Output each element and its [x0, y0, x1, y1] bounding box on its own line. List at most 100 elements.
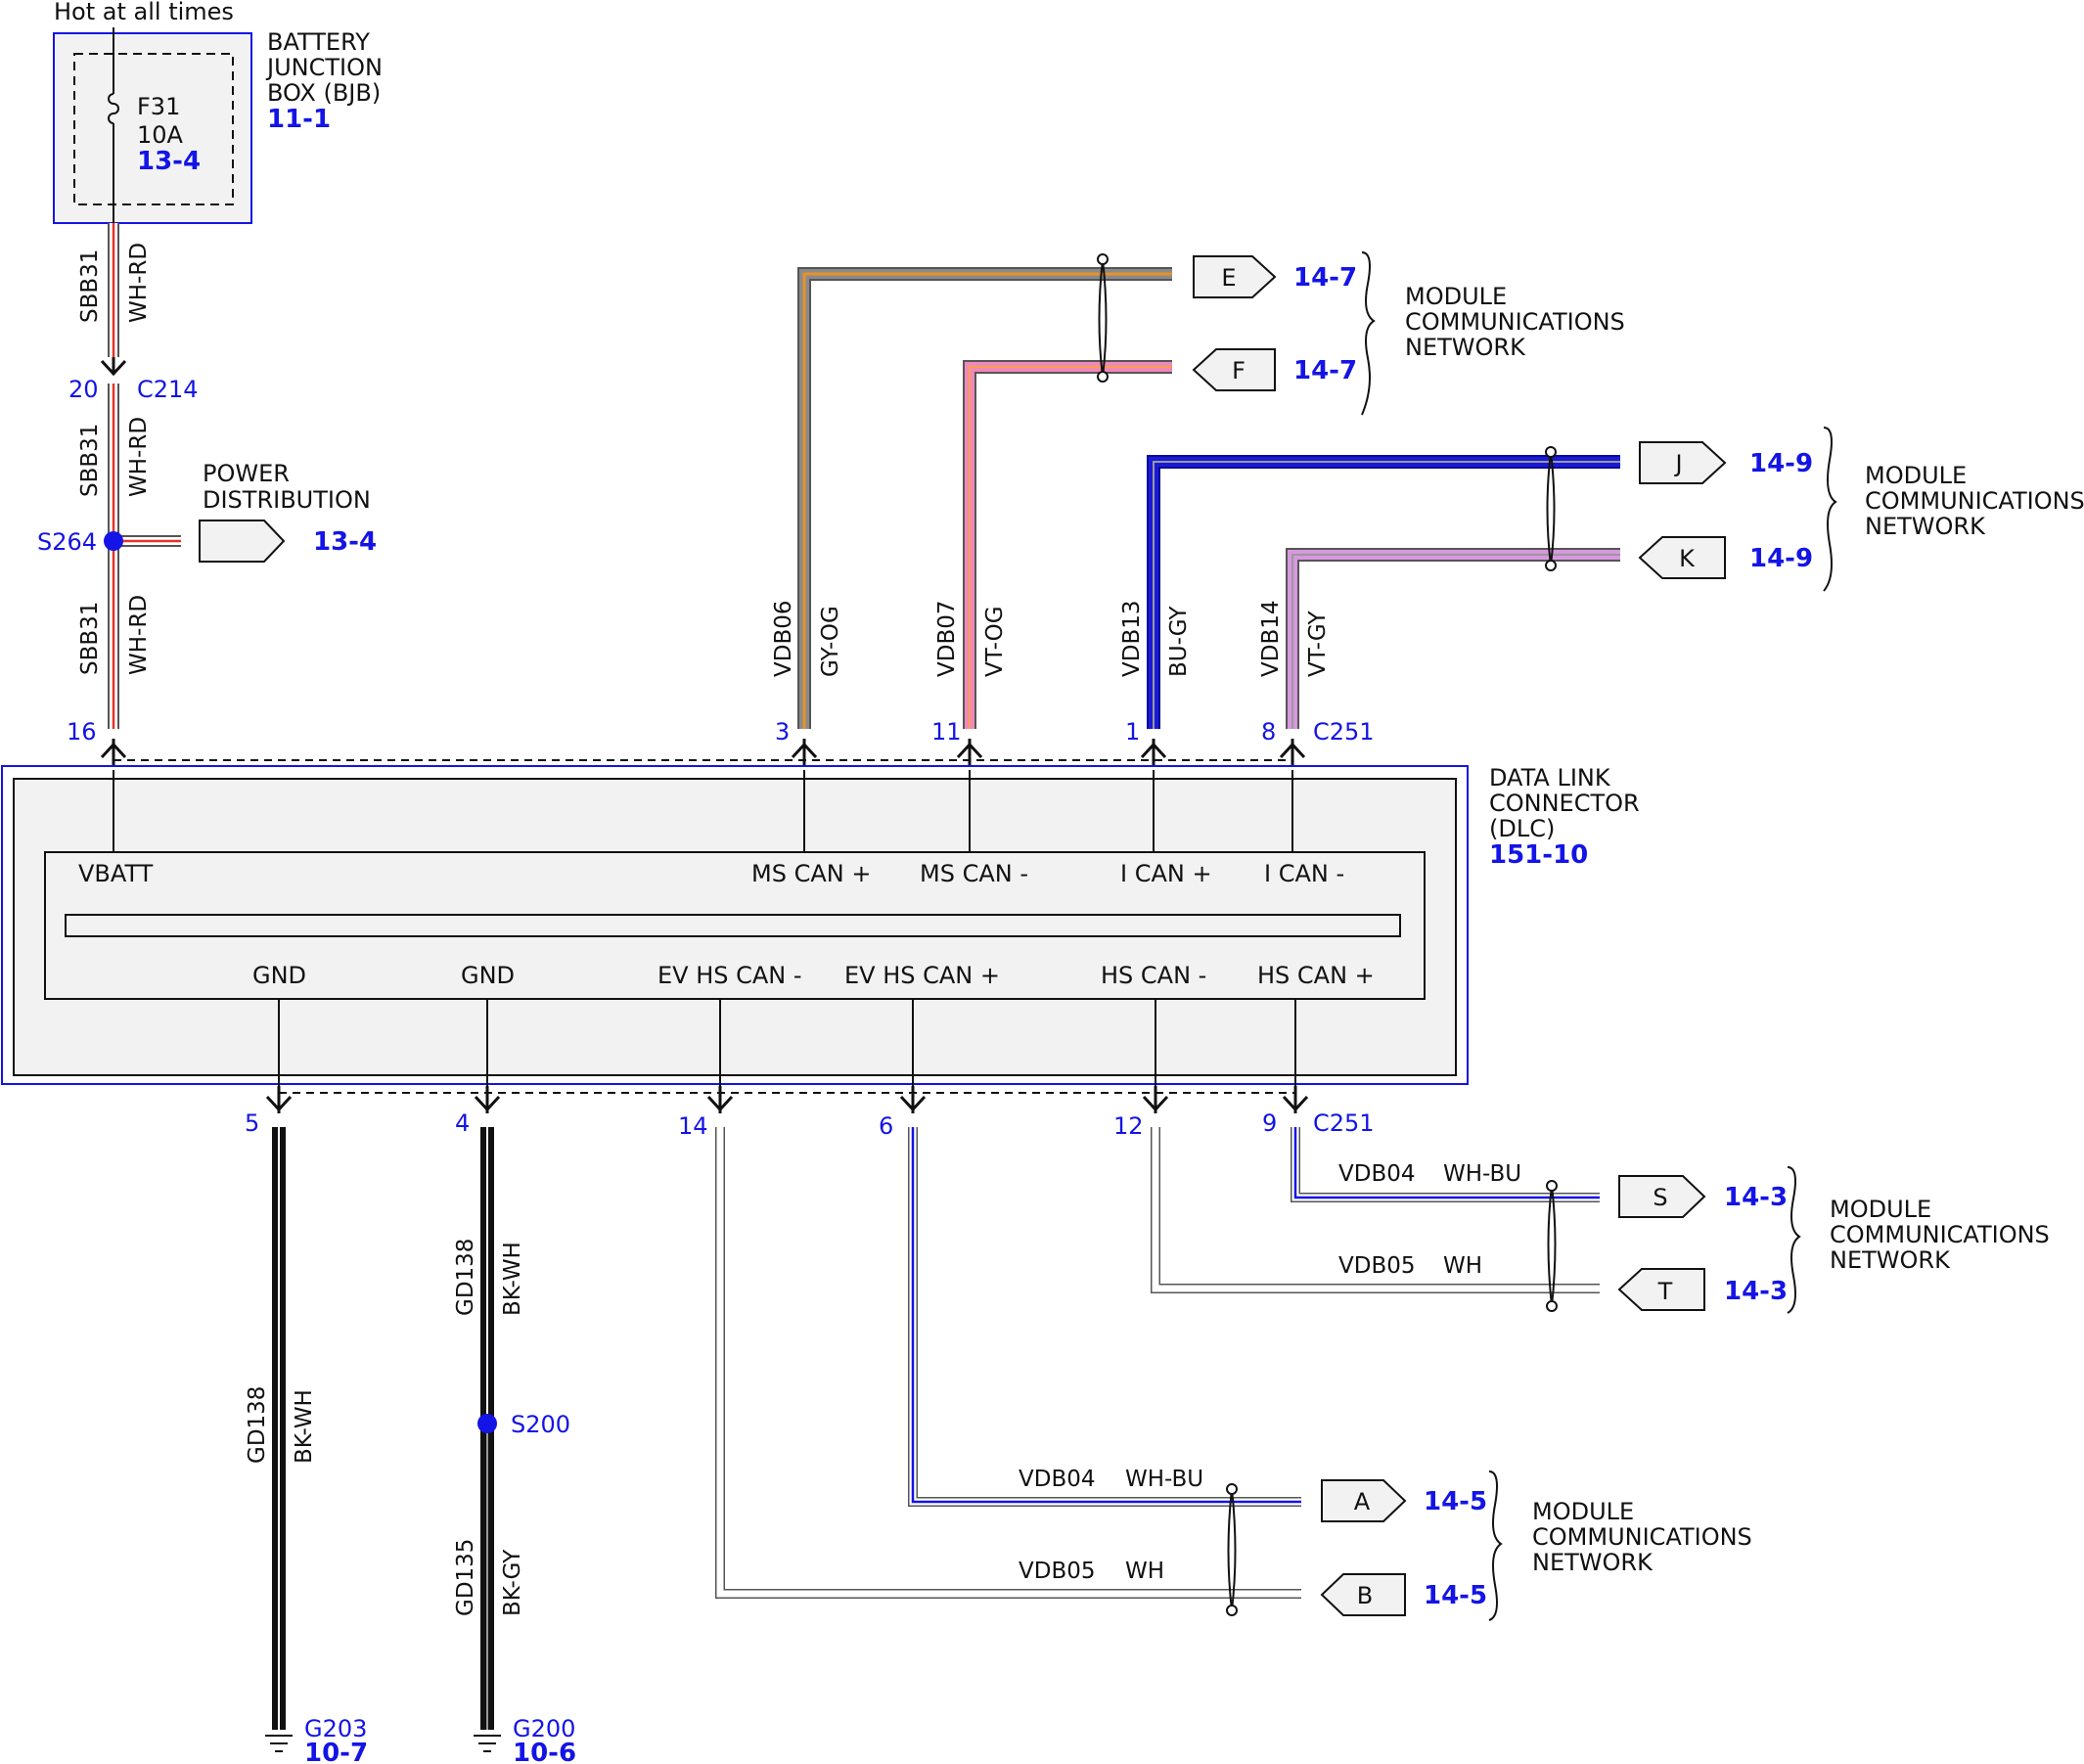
mcn-ab-line3: NETWORK — [1532, 1549, 1654, 1576]
g203-ref[interactable]: 10-7 — [304, 1739, 368, 1764]
gd138-right-circuit: GD138 — [453, 1239, 478, 1316]
dlc-term-i-can-minus: I CAN - — [1264, 860, 1344, 887]
sbb31-wire — [108, 223, 181, 729]
vdb05-hs-wire — [1151, 1127, 1600, 1293]
connector-a-label: A — [1354, 1488, 1371, 1515]
fuse-ref[interactable]: 13-4 — [137, 147, 201, 176]
connector-j-icon[interactable] — [1639, 441, 1727, 484]
vdb13-color: BU-GY — [1166, 606, 1192, 677]
gd138-right-color: BK-WH — [500, 1242, 525, 1316]
connector-b-ref[interactable]: 14-5 — [1424, 1581, 1487, 1610]
hot-at-all-times-label: Hot at all times — [54, 0, 234, 25]
connector-k-label: K — [1679, 545, 1696, 572]
gd138-left-color: BK-WH — [292, 1389, 317, 1464]
s264-splice-icon — [104, 531, 123, 551]
power-distribution-line1: POWER — [203, 460, 290, 487]
dlc-term-ev-hs-can-plus: EV HS CAN + — [844, 962, 1000, 989]
connector-a-icon[interactable] — [1321, 1479, 1407, 1522]
gd138-left-circuit: GD138 — [245, 1386, 270, 1464]
c251-bottom-connector: C251 — [1313, 1109, 1375, 1137]
mcn-ef-line3: NETWORK — [1405, 334, 1526, 361]
connector-t-icon[interactable] — [1617, 1268, 1705, 1311]
vdb05-hs-circuit: VDB05 — [1338, 1253, 1416, 1279]
brace-ef-icon — [1361, 251, 1376, 416]
pin-12: 12 — [1113, 1112, 1144, 1140]
twisted-pair-ef-icon — [1097, 253, 1109, 383]
dlc-term-gnd-2: GND — [461, 962, 515, 989]
connector-a-ref[interactable]: 14-5 — [1424, 1487, 1487, 1516]
twisted-pair-st-icon — [1546, 1180, 1558, 1312]
bjb-name-line3: BOX (BJB) — [267, 79, 381, 107]
power-distribution-arrow-icon[interactable] — [199, 520, 286, 563]
connector-j-ref[interactable]: 14-9 — [1749, 449, 1813, 478]
dlc-name-line3: (DLC) — [1489, 815, 1555, 842]
pin-6: 6 — [879, 1112, 893, 1140]
mcn-ef-line1: MODULE — [1405, 283, 1507, 310]
sbb31-circuit-3: SBB31 — [77, 602, 103, 675]
s200-splice-icon — [477, 1414, 497, 1433]
vdb14-wire — [1286, 548, 1620, 729]
mcn-st-line3: NETWORK — [1830, 1246, 1951, 1274]
c214-connector-icon — [100, 357, 127, 377]
mcn-ef-line2: COMMUNICATIONS — [1405, 308, 1625, 336]
dlc-term-ev-hs-can-minus: EV HS CAN - — [657, 962, 802, 989]
power-distribution-line2: DISTRIBUTION — [203, 486, 371, 514]
gd135-color: BK-GY — [500, 1549, 525, 1616]
vdb04-ev-circuit: VDB04 — [1019, 1467, 1096, 1492]
dlc-term-hs-can-plus: HS CAN + — [1257, 962, 1375, 989]
pin-8: 8 — [1261, 718, 1276, 746]
sbb31-circuit-1: SBB31 — [77, 249, 103, 323]
connector-b-icon[interactable] — [1320, 1573, 1406, 1616]
sbb31-color-1: WH-RD — [126, 243, 152, 323]
connector-f-icon[interactable] — [1192, 348, 1276, 391]
battery-junction-box: F31 10A 13-4 — [53, 27, 252, 224]
twisted-pair-jk-icon — [1545, 446, 1557, 571]
vdb13-wire — [1147, 455, 1620, 729]
connector-k-ref[interactable]: 14-9 — [1749, 544, 1813, 573]
vdb07-color: VT-OG — [982, 606, 1008, 677]
dlc-term-ms-can-plus: MS CAN + — [751, 860, 871, 887]
mcn-ab-line1: MODULE — [1532, 1498, 1634, 1525]
connector-e-label: E — [1221, 264, 1236, 292]
vdb05-hs-color: WH — [1443, 1253, 1482, 1279]
c251-top-connector: C251 — [1313, 718, 1375, 746]
pin-14: 14 — [678, 1112, 708, 1140]
vdb05-ev-wire — [715, 1127, 1301, 1599]
gd135-circuit: GD135 — [453, 1539, 478, 1616]
dlc-term-hs-can-minus: HS CAN - — [1101, 962, 1206, 989]
g200-ref[interactable]: 10-6 — [513, 1739, 576, 1764]
connector-e-icon[interactable] — [1193, 255, 1277, 298]
connector-b-label: B — [1357, 1582, 1373, 1609]
bjb-ref[interactable]: 11-1 — [267, 105, 331, 134]
vdb05-ev-circuit: VDB05 — [1019, 1559, 1096, 1584]
c251-top-arrows-icon — [100, 739, 1306, 770]
sbb31-color-3: WH-RD — [126, 595, 152, 675]
vdb14-color: VT-GY — [1305, 611, 1331, 677]
connector-f-ref[interactable]: 14-7 — [1293, 356, 1357, 385]
brace-ab-icon — [1488, 1470, 1503, 1621]
g203-label: G203 — [304, 1715, 367, 1742]
vdb06-circuit: VDB06 — [771, 601, 796, 678]
pin-11: 11 — [931, 718, 962, 746]
vdb13-circuit: VDB13 — [1119, 601, 1145, 678]
power-distribution-ref[interactable]: 13-4 — [313, 527, 377, 557]
vdb05-ev-color: WH — [1125, 1559, 1164, 1584]
vdb04-ev-wire — [908, 1127, 1301, 1507]
data-link-connector — [1, 765, 1469, 1093]
sbb31-circuit-2: SBB31 — [77, 424, 103, 497]
connector-s-label: S — [1653, 1184, 1667, 1211]
fuse-icon — [108, 93, 119, 124]
bjb-name-line1: BATTERY — [267, 28, 370, 56]
bjb-name-line2: JUNCTION — [265, 54, 383, 81]
vdb04-ev-color: WH-BU — [1125, 1467, 1203, 1492]
pin-9: 9 — [1262, 1109, 1277, 1137]
dlc-ref[interactable]: 151-10 — [1489, 840, 1588, 870]
connector-e-ref[interactable]: 14-7 — [1293, 263, 1357, 293]
connector-t-ref[interactable]: 14-3 — [1724, 1277, 1788, 1306]
connector-s-ref[interactable]: 14-3 — [1724, 1183, 1788, 1212]
vdb06-wire — [797, 267, 1172, 729]
connector-k-icon[interactable] — [1638, 536, 1726, 579]
connector-s-icon[interactable] — [1618, 1175, 1706, 1218]
mcn-jk-line1: MODULE — [1865, 462, 1967, 489]
pin-16: 16 — [67, 718, 97, 746]
